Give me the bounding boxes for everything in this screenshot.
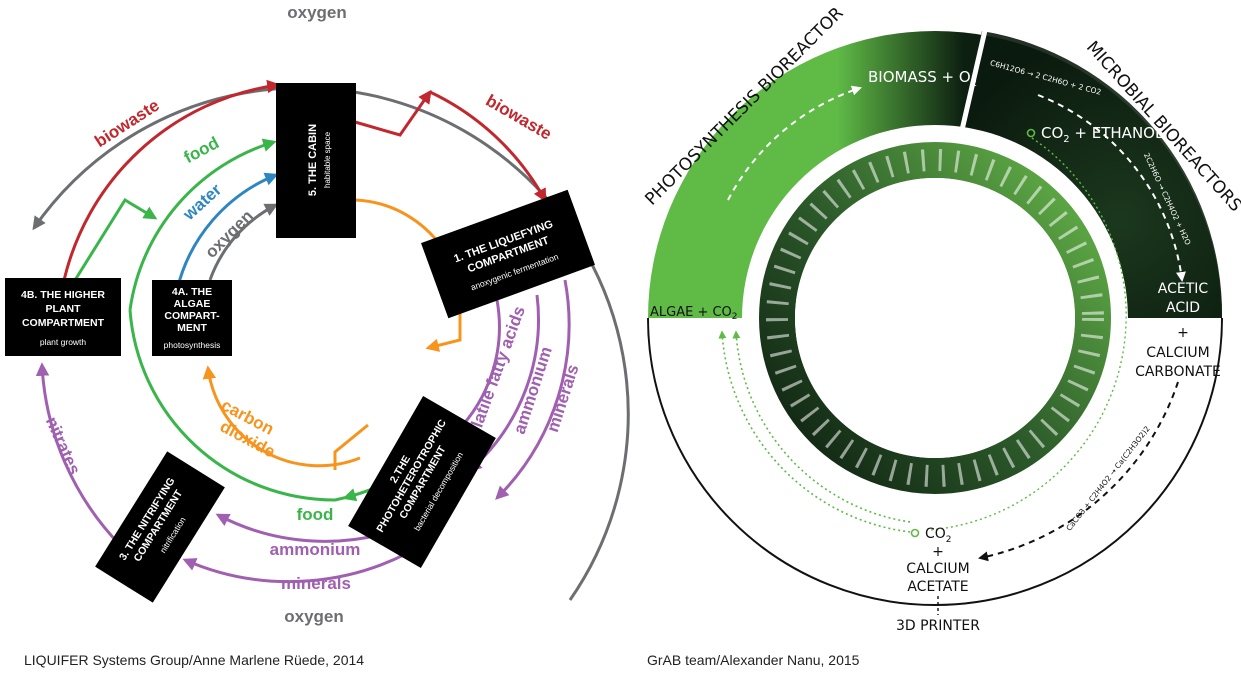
food-top-label: food [181,133,222,167]
biowaste-left-arrow [61,79,281,286]
ammonium-bottom-label: ammonium [270,540,361,559]
minerals-bottom-arrow [182,538,431,584]
band-separator [959,25,989,131]
nitrates-label: nitrates [42,414,84,478]
microbial-band-overlay [960,31,1223,318]
oxygen-bottom-label: oxygen [284,607,344,626]
biowaste-right-arrow [429,90,547,203]
water-arrow [175,172,279,291]
cabin-title: 5. THE CABIN [307,124,319,196]
oxygen-top-label: oxygen [287,3,347,22]
acid-label: ACID [1166,300,1200,316]
left-cycle-diagram: oxygen oxygen biowaste biowaste food wat… [5,3,630,626]
algae-co2-label: ALGAE + CO2 [650,305,738,322]
calcium-dashed-arrow [978,381,1179,562]
printer-label: 3D PRINTER [896,618,980,634]
biomass-dashed-arrow [727,85,862,201]
higher-plant-title-1: 4B. THE HIGHER [21,289,105,301]
right-caption: GrAB team/Alexander Nanu, 2015 [647,652,860,668]
oxygen-outer-arrow [32,86,630,601]
nitrates-arrow [35,362,122,547]
minerals-bottom-label: minerals [281,574,351,593]
algae-subtitle: photosynthesis [164,340,221,350]
right-cycle-diagram: PHOTOSYNTHESIS BIOREACTOR MICROBIAL BIOR… [641,3,1241,634]
higher-plant-subtitle: plant growth [40,337,87,347]
algae-compartment: 4A. THE ALGAE COMPART- MENT photosynthes… [152,280,232,356]
cabin-subtitle: habitable space [323,131,332,188]
algae-title-1: 4A. THE [172,286,212,298]
co2-ethanol-marker [1026,128,1036,138]
left-caption: LIQUIFER Systems Group/Anne Marlene Rüed… [24,652,364,668]
calcium-label-1: CALCIUM [1146,345,1209,361]
co2-return-dotted-1 [718,330,911,533]
oxygen-inner-arrow [208,203,279,281]
co2-ethanol-label: CO2 + ETHANOL [1041,124,1164,145]
inner-ring-chevrons [766,149,1104,487]
nitrifying-compartment: 3. THE NITRIFYING COMPARTMENT nitrificat… [95,451,225,603]
plus-label-2: + [932,544,944,560]
fermentation-dashed-arrow [1037,94,1186,282]
outer-ring-outline [647,317,1223,606]
food-inner-arrow [70,197,158,286]
water-label: water [179,180,226,225]
algae-title-2: ALGAE [174,298,211,310]
higher-plant-compartment: 4B. THE HIGHER PLANT COMPARTMENT plant g… [5,278,121,356]
co2-bottom-marker [910,528,920,538]
liquefying-compartment: 1. THE LIQUEFYING COMPARTMENT anoxygenic… [421,189,595,319]
plus-label-1: + [1177,325,1189,341]
minerals-right-label: minerals [543,362,583,434]
algae-title-3: COMPART- [164,310,220,322]
food-bottom-label: food [297,505,334,524]
food-upper-arrow [128,138,277,311]
ethanol-co2-dotted [929,137,1127,531]
acetate-label: ACETATE [907,579,968,595]
ammonium-right-arrow [467,294,540,472]
biomass-label: BIOMASS + O2 [868,68,977,89]
oxygen-inner-label: oxygen [201,206,257,262]
calcium-label-2: CALCIUM [906,561,969,577]
co2-bottom-label: CO2 [925,526,952,545]
carbon-dioxide-arrow-3 [202,365,361,468]
cabin-compartment: 5. THE CABIN habitable space [276,83,356,238]
higher-plant-title-3: COMPARTMENT [22,317,105,329]
higher-plant-title-2: PLANT [46,303,82,315]
algae-title-4: MENT [177,322,207,334]
biowaste-cabin-out [354,89,432,137]
minerals-right-arrow [495,279,571,500]
inner-ring-inner-edge [795,178,1075,458]
acetic-label: ACETIC [1158,281,1209,297]
carbonate-label: CARBONATE [1135,364,1221,380]
